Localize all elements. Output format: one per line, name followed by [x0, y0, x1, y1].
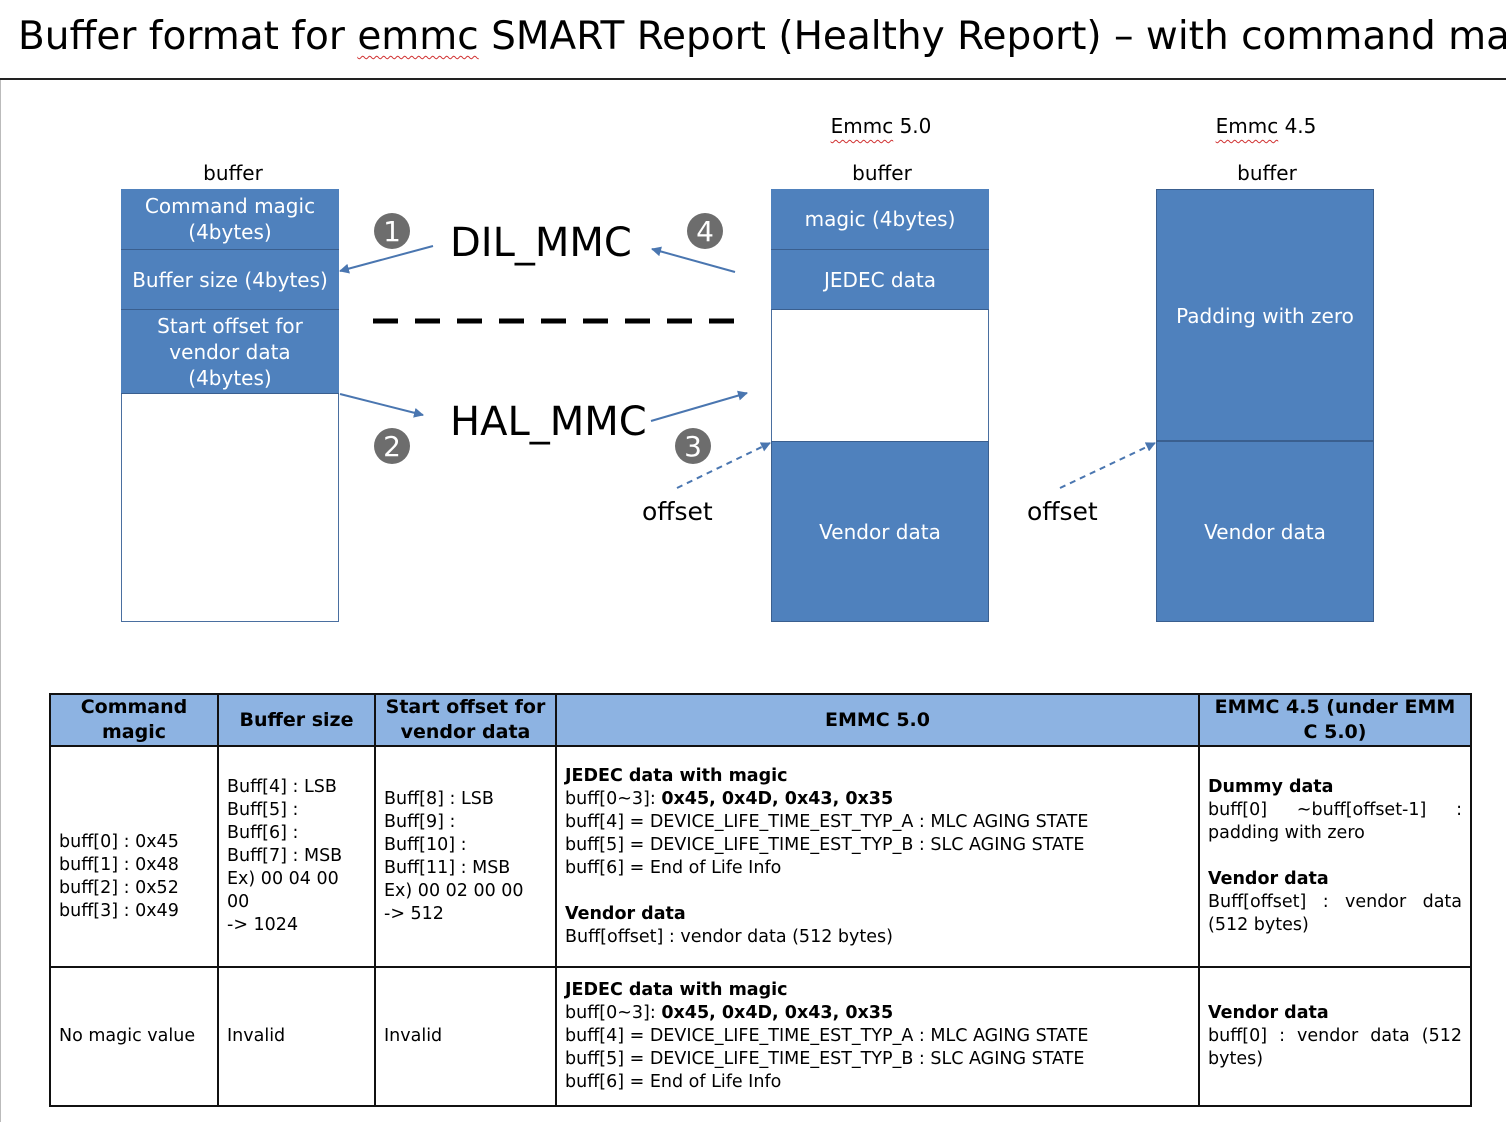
hal-mmc-label: HAL_MMC	[450, 399, 647, 445]
spacer	[1208, 845, 1462, 868]
magic-prefix: buff[0~3]:	[565, 788, 662, 809]
block-start-offset: Start offset for vendor data (4bytes)	[121, 310, 339, 394]
jedec-lines: buff[4] = DEVICE_LIFE_TIME_EST_TYP_A : M…	[565, 1026, 1089, 1092]
step-4-circle	[687, 213, 723, 249]
buffer-format-table: Command magic Buffer size Start offset f…	[49, 693, 1472, 1107]
cell-emmc50: JEDEC data with magic buff[0~3]: 0x45, 0…	[555, 966, 1200, 1107]
step-1-circle	[374, 213, 410, 249]
header-command-magic: Command magic	[49, 693, 219, 747]
left-buffer-label: buffer	[203, 161, 263, 185]
header-start-offset: Start offset for vendor data	[374, 693, 557, 747]
cell-size: Buff[4] : LSB Buff[5] : Buff[6] : Buff[7…	[217, 745, 376, 968]
block-buffer-size: Buffer size (4bytes)	[121, 250, 339, 310]
emmc50-block-magic: magic (4bytes)	[771, 189, 989, 250]
step-3-circle	[675, 428, 711, 464]
step-2-number: 2	[383, 430, 401, 463]
title-divider	[0, 78, 1506, 80]
offset-label-emmc45: offset	[1027, 497, 1098, 526]
magic-values: 0x45, 0x4D, 0x43, 0x35	[661, 1003, 894, 1023]
title-part-2: SMART Report (Healthy Report) – with com…	[478, 14, 1506, 59]
vendor-line: Buff[offset] : vendor data (512 bytes)	[565, 926, 893, 947]
arrow-buffer-to-hal	[339, 393, 424, 418]
emmc45-caption-word: Emmc	[1215, 114, 1279, 138]
offset-label-emmc50: offset	[642, 497, 713, 526]
emmc50-block-jedec: JEDEC data	[771, 250, 989, 310]
jedec-heading: JEDEC data with magic	[565, 765, 788, 786]
header-emmc45: EMMC 4.5 (under EMM C 5.0)	[1198, 693, 1472, 747]
dummy-heading: Dummy data	[1208, 777, 1334, 797]
jedec-magic-line: buff[0~3]: 0x45, 0x4D, 0x43, 0x35	[565, 1002, 1190, 1025]
vendor-heading: Vendor data	[1208, 1003, 1329, 1023]
page-title: Buffer format for emmc SMART Report (Hea…	[18, 14, 1506, 59]
cell-size: Invalid	[217, 966, 376, 1107]
emmc50-caption-version: 5.0	[893, 114, 932, 138]
slide-edge	[0, 80, 1, 1122]
magic-prefix: buff[0~3]:	[565, 1003, 662, 1023]
table-header-row: Command magic Buffer size Start offset f…	[49, 693, 1472, 747]
cell-magic: buff[0] : 0x45 buff[1] : 0x48 buff[2] : …	[49, 745, 219, 968]
dil-mmc-label: DIL_MMC	[450, 220, 632, 266]
vendor-line: buff[0] : vendor data (512 bytes)	[1208, 1026, 1462, 1069]
cell-magic: No magic value	[49, 966, 219, 1107]
vendor-line: Buff[offset] : vendor data (512 bytes)	[1208, 892, 1462, 935]
emmc45-caption-version: 4.5	[1278, 114, 1317, 138]
step-3-number: 3	[684, 430, 702, 463]
jedec-heading: JEDEC data with magic	[565, 980, 788, 1000]
emmc50-caption: Emmc 5.0	[811, 114, 951, 138]
emmc45-caption: Emmc 4.5	[1196, 114, 1336, 138]
vendor-heading: Vendor data	[565, 903, 686, 924]
emmc45-block-vendor: Vendor data	[1156, 441, 1374, 622]
spacer	[565, 880, 1190, 903]
header-buffer-size: Buffer size	[217, 693, 376, 747]
cell-offset: Buff[8] : LSB Buff[9] : Buff[10] : Buff[…	[374, 745, 557, 968]
step-2-circle	[374, 428, 410, 464]
table-row: No magic value Invalid Invalid JEDEC dat…	[49, 966, 1472, 1107]
cell-emmc45: Vendor data buff[0] : vendor data (512 b…	[1198, 966, 1472, 1107]
title-part-emmc: emmc	[357, 14, 479, 59]
title-part-1: Buffer format for	[18, 14, 358, 59]
emmc50-block-vendor: Vendor data	[771, 441, 989, 622]
jedec-magic-line: buff[0~3]: 0x45, 0x4D, 0x43, 0x35	[565, 788, 1190, 811]
arrow-dil-to-buffer	[339, 245, 434, 274]
vendor-heading: Vendor data	[1208, 869, 1329, 889]
table-row: buff[0] : 0x45 buff[1] : 0x48 buff[2] : …	[49, 745, 1472, 968]
arrow-emmc-to-dil	[651, 246, 736, 273]
arrow-hal-to-emmc	[650, 390, 748, 422]
cell-offset: Invalid	[374, 966, 557, 1107]
cell-emmc50: JEDEC data with magic buff[0~3]: 0x45, 0…	[555, 745, 1200, 968]
header-emmc50: EMMC 5.0	[555, 693, 1200, 747]
emmc45-block-padding: Padding with zero	[1156, 189, 1374, 441]
step-1-number: 1	[383, 215, 401, 248]
emmc50-caption-word: Emmc	[830, 114, 894, 138]
emmc50-buffer-label: buffer	[852, 161, 912, 185]
emmc45-buffer-label: buffer	[1237, 161, 1297, 185]
block-command-magic: Command magic (4bytes)	[121, 189, 339, 250]
cell-emmc45: Dummy data buff[0] ~buff[offset-1] : pad…	[1198, 745, 1472, 968]
offset-arrow-emmc45	[1059, 442, 1156, 489]
jedec-lines: buff[4] = DEVICE_LIFE_TIME_EST_TYP_A : M…	[565, 811, 1089, 878]
step-4-number: 4	[696, 215, 714, 248]
magic-values: 0x45, 0x4D, 0x43, 0x35	[661, 788, 894, 809]
dummy-line: buff[0] ~buff[offset-1] : padding with z…	[1208, 800, 1462, 843]
